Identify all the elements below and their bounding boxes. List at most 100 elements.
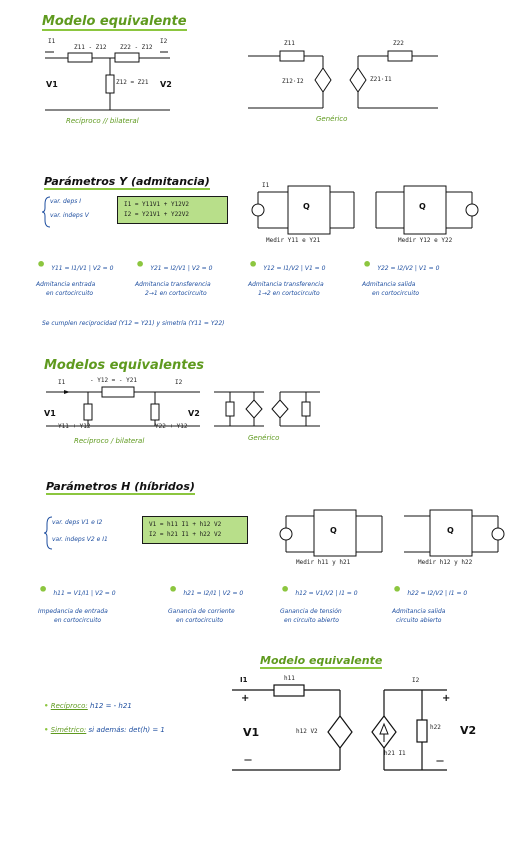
- section3-title: Modelos equivalentes: [44, 358, 205, 373]
- sec2-brace-line1: var. deps I: [50, 198, 82, 205]
- sec4-def2-formula: h12 = V1/V2 | I1 = 0: [295, 590, 358, 597]
- sec1-right-circuit: [248, 50, 438, 109]
- sec4-def-3: • h22 = I2/V2 | I1 = 0 Admitancia salida…: [392, 580, 468, 624]
- sec2-equation-box: I1 = Y11V1 + Y12V2 I2 = Y21V1 + Y22V2: [117, 196, 228, 224]
- section1-title: Modelo equivalente: [42, 14, 187, 31]
- sec4-def3-formula: h22 = I2/V2 | I1 = 0: [407, 590, 468, 597]
- sec5-plus2: +: [442, 693, 451, 704]
- sec4-def-0: • h11 = V1/I1 | V2 = 0 Impedancia de ent…: [38, 580, 116, 624]
- sec4-diag-right-caption: Medir h12 y h22: [418, 559, 473, 566]
- sec4-def-2: • h12 = V1/V2 | I1 = 0 Ganancia de tensi…: [280, 580, 358, 624]
- sec3-v2: V2: [188, 409, 200, 418]
- sec4-q-left: Q: [330, 526, 337, 535]
- sec5-bullet0-label: Recíproco:: [50, 702, 88, 710]
- sec2-def-1: • Y21 = I2/V1 | V2 = 0 Admitancia transf…: [135, 255, 213, 297]
- sec1-z11z12: Z11 - Z12: [74, 44, 107, 51]
- sec2-note: Se cumplen reciprocidad (Y12 = Y21) y si…: [42, 320, 225, 327]
- sec5-h21i1: h21 I1: [384, 750, 406, 757]
- sec4-brace: [43, 516, 53, 550]
- sec2-def-0: • Y11 = I1/V1 | V2 = 0 Admitancia entrad…: [36, 255, 114, 297]
- sec2-def0-desc2: en cortocircuito: [46, 290, 94, 297]
- sec5-v1: V1: [243, 726, 260, 739]
- sec2-def1-formula: Y21 = I2/V1 | V2 = 0: [150, 265, 213, 272]
- sec4-q-right: Q: [447, 526, 454, 535]
- sec3-right-circuit: [214, 391, 320, 427]
- sec4-def1-desc2: en cortocircuito: [176, 617, 224, 624]
- sec2-def0-desc1: Admitancia entrada: [36, 281, 96, 288]
- sec4-def1-desc1: Ganancia de corriente: [168, 608, 235, 615]
- sec2-def1-desc1: Admitancia transferencia: [135, 281, 211, 288]
- sec3-right-caption: Genérico: [248, 434, 280, 442]
- sec2-def3-desc1: Admitancia salida: [362, 281, 416, 288]
- sec5-plus1: +: [241, 693, 250, 704]
- sec3-v1: V1: [44, 409, 56, 418]
- section2-title: Parámetros Y (admitancia): [44, 175, 210, 190]
- sec2-q-left: Q: [303, 202, 310, 211]
- sec5-bullet1-text: si además: det(h) = 1: [88, 726, 165, 734]
- sec2-brace: [41, 196, 51, 228]
- sec2-def3-desc2: en cortocircuito: [372, 290, 420, 297]
- sec1-z22z12: Z22 - Z12: [120, 44, 153, 51]
- sec1-left-circuit: [45, 51, 170, 111]
- sec1-v2: V2: [160, 80, 172, 89]
- sec4-def1-formula: h21 = I2/I1 | V2 = 0: [183, 590, 244, 597]
- sec1-r-z11: Z11: [284, 40, 295, 47]
- sec2-def2-desc2: 1→2 en cortocircuito: [258, 290, 320, 297]
- sec4-def3-desc1: Admitancia salida: [392, 608, 446, 615]
- sec1-i1: I1: [48, 38, 56, 45]
- sec5-h11: h11: [284, 675, 295, 682]
- sec1-left-caption: Recíproco // bilateral: [66, 117, 139, 125]
- sec5-minus1: —: [244, 755, 252, 764]
- sec4-diag-left-caption: Medir h11 y h21: [296, 559, 351, 566]
- sec4-equation-box: V1 = h11 I1 + h12 V2 I2 = h21 I1 + h22 V…: [142, 516, 248, 544]
- sec4-def3-desc2: circuito abierto: [396, 617, 442, 624]
- sec4-def2-desc1: Ganancia de tensión: [280, 608, 342, 615]
- sec2-eq2: I2 = Y21V1 + Y22V2: [124, 211, 190, 218]
- sec1-v1: V1: [46, 80, 58, 89]
- sec3-left-circuit: [46, 386, 200, 427]
- sec2-diag-left-caption: Medir Y11 e Y21: [266, 237, 321, 244]
- sec5-minus2: —: [436, 756, 444, 765]
- sec1-r-src2: Z21·I1: [370, 76, 392, 83]
- sec2-q-right: Q: [419, 202, 426, 211]
- sec1-i2: I2: [160, 38, 168, 45]
- sec4-brace-line1: var. deps V1 e I2: [52, 519, 103, 526]
- sec2-def2-desc1: Admitancia transferencia: [248, 281, 324, 288]
- sec5-bullet-1: • Simétrico: si además: det(h) = 1: [44, 726, 165, 734]
- sec5-v2: V2: [460, 724, 477, 737]
- sec3-i2: I2: [175, 379, 183, 386]
- sec3-top-label: - Y12 = - Y21: [90, 377, 137, 384]
- sec4-def-1: • h21 = I2/I1 | V2 = 0 Ganancia de corri…: [168, 580, 244, 624]
- sec4-def0-desc1: Impedancia de entrada: [38, 608, 108, 615]
- section5-title: Modelo equivalente: [260, 654, 383, 669]
- section4-title: Parámetros H (híbridos): [46, 480, 195, 495]
- sec1-r-z22: Z22: [393, 40, 404, 47]
- sec2-diag-right-caption: Medir Y12 e Y22: [398, 237, 453, 244]
- sec2-diagram-left: [251, 185, 355, 235]
- sec4-diagram-right: [404, 509, 505, 557]
- sec4-eq2: I2 = h21 I1 + h22 V2: [149, 531, 222, 538]
- sec1-r-src1: Z12·I2: [282, 78, 304, 85]
- sec5-bullet1-label: Simétrico:: [50, 726, 87, 734]
- sec2-def1-desc2: 2→1 en cortocircuito: [145, 290, 207, 297]
- sec5-h22: h22: [430, 724, 441, 731]
- sec4-diagram-left: [279, 509, 383, 557]
- sec2-def-3: • Y22 = I2/V2 | V1 = 0 Admitancia salida…: [362, 255, 440, 297]
- sec5-i1: I1: [240, 676, 248, 684]
- sec2-left-i1: I1: [262, 182, 270, 189]
- sec5-circuit: [232, 684, 447, 771]
- sec2-brace-line2: var. indeps V: [50, 212, 89, 219]
- sec3-y11y12: Y11 + Y12: [58, 423, 91, 430]
- sec2-def0-formula: Y11 = I1/V1 | V2 = 0: [51, 265, 114, 272]
- sec1-z12: Z12 = Z21: [116, 79, 149, 86]
- sec5-bullet-0: • Recíproco: h12 = - h21: [44, 702, 132, 710]
- sec2-def2-formula: Y12 = I1/V2 | V1 = 0: [263, 265, 326, 272]
- sec2-def3-formula: Y22 = I2/V2 | V1 = 0: [377, 265, 440, 272]
- sec4-brace-line2: var. indeps V2 e I1: [52, 536, 108, 543]
- sec2-def-2: • Y12 = I1/V2 | V1 = 0 Admitancia transf…: [248, 255, 326, 297]
- sec5-bullet0-text: h12 = - h21: [90, 702, 132, 710]
- sec1-right-caption: Genérico: [316, 115, 348, 123]
- sec5-i2: I2: [412, 677, 420, 684]
- sec4-def0-formula: h11 = V1/I1 | V2 = 0: [53, 590, 116, 597]
- sec4-eq1: V1 = h11 I1 + h12 V2: [149, 521, 222, 528]
